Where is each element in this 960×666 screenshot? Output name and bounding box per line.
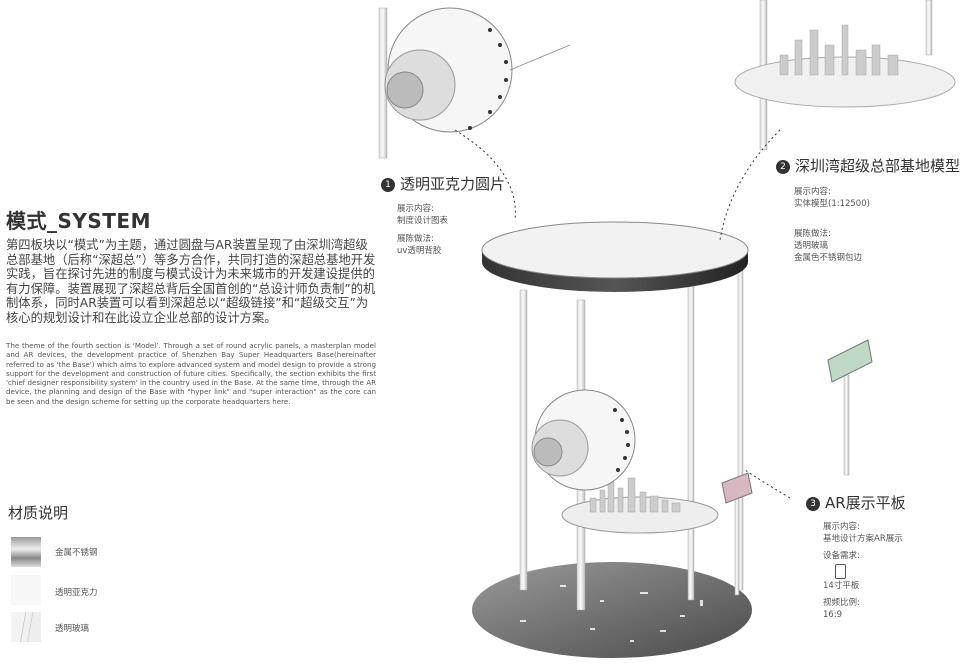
tablet-icon [835,564,846,579]
ratio-label: 视频比例: [823,598,860,608]
material-label: 透明亚克力 [55,588,98,598]
content-label: 展示内容: [823,522,860,532]
leader-line-2 [719,129,781,241]
callout-3-details: 展示内容: 基地设计方案AR展示 设备需求: 14寸平板 视频比例: 16:9 [823,521,903,621]
callout-title-text: 透明亚克力圆片 [400,175,506,193]
number-badge: 2 [776,160,790,174]
content-value: 制度设计图表 [397,216,449,226]
device-value: 14寸平板 [823,581,860,591]
leader-line-1 [454,129,516,221]
material-label: 金属不锈钢 [55,548,98,558]
stainless-steel-swatch [11,537,41,567]
method-value: 透明玻璃 [794,241,829,251]
callout-2-title: 2 深圳湾超级总部基地模型 [776,155,960,176]
callout-title-text: AR展示平板 [825,494,906,512]
acrylic-swatch [11,575,41,605]
intro-english: The theme of the fourth section is ‘Mode… [6,341,376,406]
leader-line-3 [744,469,791,499]
content-label: 展示内容: [794,187,831,197]
method-value: 金属色不锈钢包边 [794,253,863,263]
materials-title: 材质说明 [8,504,69,522]
intro-chinese: 第四板块以“模式”为主题，通过圆盘与AR装置呈现了由深圳湾超级总部基地（后称“深… [6,238,376,325]
content-value: 基地设计方案AR展示 [823,534,903,544]
post [687,269,695,601]
top-acrylic-disc [481,221,749,279]
device-label: 设备需求: [823,551,860,561]
callout-1-details: 展示内容: 制度设计图表 展陈做法: uv透明背胶 [397,203,448,257]
floor-base [472,562,752,658]
ar-tablet [721,472,753,504]
number-badge: 1 [381,178,395,192]
ratio-value: 16:9 [823,610,843,620]
post [519,289,528,591]
callout-3-title: 3 AR展示平板 [806,492,906,513]
glass-swatch [11,612,41,642]
number-badge: 3 [806,497,820,511]
callout-2-details: 展示内容: 实体模型(1:12500) 展陈做法: 透明玻璃 金属色不锈钢包边 [794,186,870,264]
callout-1-title: 1 透明亚克力圆片 [381,173,505,194]
callout-title-text: 深圳湾超级总部基地模型 [795,157,960,175]
method-label: 展陈做法: [794,229,831,239]
section-title: 模式_SYSTEM [6,209,151,233]
method-value: uv透明背胶 [397,246,442,256]
content-value: 实体模型(1:12500) [794,199,870,209]
content-label: 展示内容: [397,204,434,214]
method-label: 展陈做法: [397,234,434,244]
ar-tablet [827,339,873,383]
material-label: 透明玻璃 [55,624,90,634]
